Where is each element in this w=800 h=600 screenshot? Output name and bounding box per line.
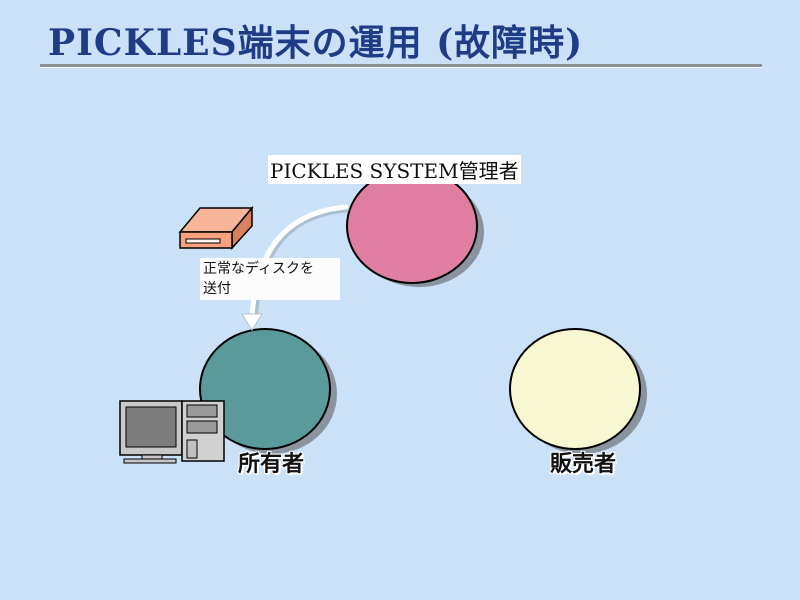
title-divider <box>40 64 762 67</box>
admin-node <box>346 168 484 287</box>
owner-node <box>199 328 337 454</box>
note-line-1: 正常なディスクを <box>203 261 315 277</box>
seller-label: 販売者 <box>550 451 617 477</box>
admin-label: PICKLES SYSTEM管理者 <box>268 155 521 184</box>
page-title: PICKLES端末の運用 (故障時) <box>48 22 584 64</box>
disk-drive-icon <box>178 205 254 250</box>
computer-icon <box>119 400 225 464</box>
send-disk-note: 正常なディスクを 送付 <box>200 258 340 300</box>
owner-label: 所有者 <box>238 451 305 477</box>
seller-node <box>509 328 647 454</box>
note-line-2: 送付 <box>203 281 231 297</box>
